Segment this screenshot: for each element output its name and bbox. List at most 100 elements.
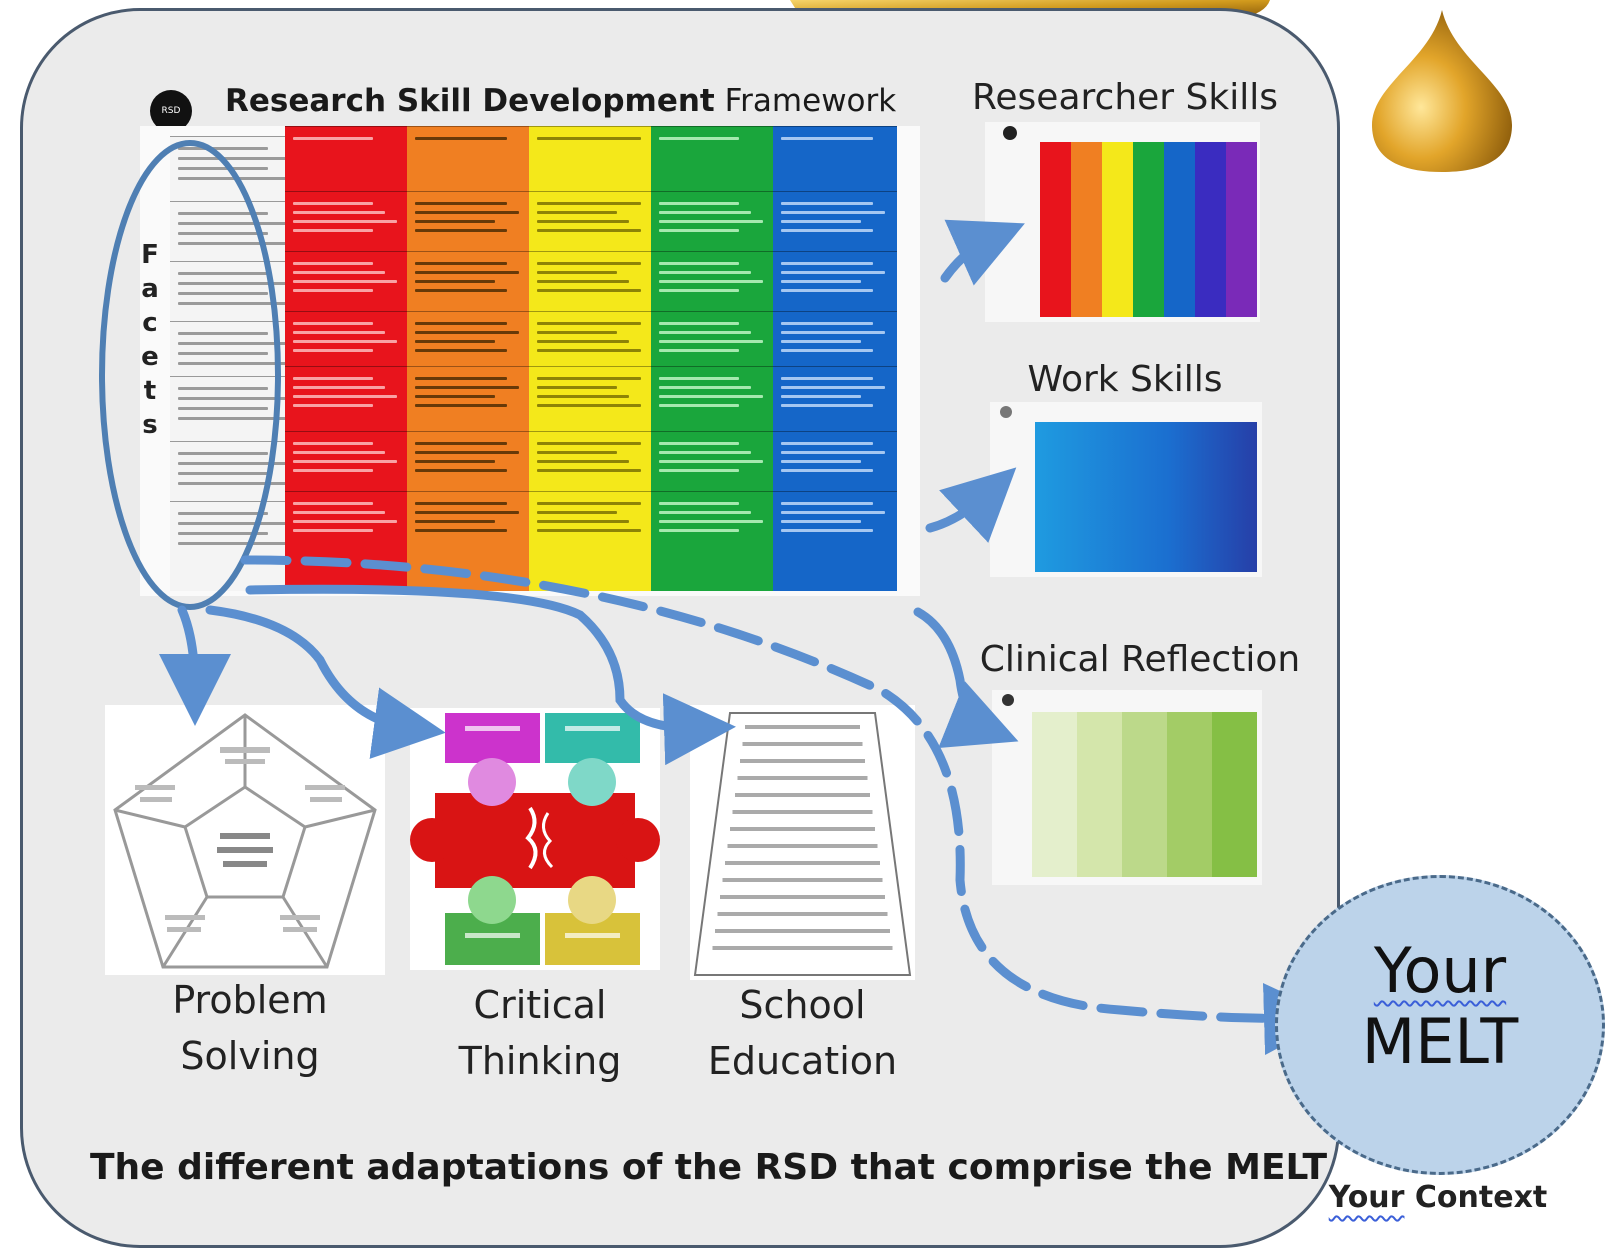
facet-text-line (178, 232, 268, 235)
framework-cell-text-line (659, 451, 751, 454)
list-line (720, 895, 885, 899)
framework-cell-text-line (781, 442, 873, 445)
framework-cell-text-line (415, 460, 495, 463)
facet-row (170, 501, 300, 602)
list-line (737, 776, 868, 780)
framework-cell (285, 311, 409, 367)
framework-cell-text-line (781, 529, 873, 532)
framework-cell (529, 366, 653, 432)
framework-cell-text-line (781, 331, 885, 334)
framework-cell (651, 366, 775, 432)
framework-cell-text-line (537, 137, 641, 140)
framework-cell-text-line (537, 520, 629, 523)
facets-letter: s (142, 410, 158, 440)
work-skills-label: Work Skills (1027, 359, 1223, 400)
framework-cell-text-line (537, 469, 641, 472)
list-line (740, 759, 865, 763)
framework-cell-text-line (659, 271, 751, 274)
facet-text-line (178, 212, 268, 215)
framework-cell-text-line (659, 469, 739, 472)
framework-cell-text-line (537, 349, 641, 352)
list-line (717, 912, 888, 916)
framework-cell-text-line (415, 386, 519, 389)
framework-cell-text-line (781, 469, 873, 472)
framework-cell-text-line (415, 377, 507, 380)
framework-color-column (651, 126, 775, 591)
framework-color-column (285, 126, 409, 591)
framework-cell-text-line (293, 202, 373, 205)
framework-cell-text-line (293, 502, 373, 505)
framework-cell-text-line (415, 395, 495, 398)
framework-cell-text-line (537, 280, 629, 283)
arrow-to-clinical-reflection (913, 607, 1019, 749)
framework-cell-text-line (537, 229, 641, 232)
framework-cell (651, 126, 775, 192)
framework-cell-text-line (415, 451, 519, 454)
framework-cell-text-line (781, 451, 885, 454)
framework-cell-text-line (293, 340, 397, 343)
framework-cell-text-line (781, 511, 885, 514)
framework-cell-text-line (293, 460, 397, 463)
framework-cell-text-line (781, 460, 861, 463)
facet-text-line (178, 342, 288, 345)
framework-cell-text-line (659, 211, 751, 214)
framework-cell (651, 191, 775, 252)
facet-text-line (178, 522, 288, 525)
framework-cell-text-line (415, 202, 507, 205)
arrow-to-your-melt (240, 555, 1336, 1056)
facet-text-line (178, 177, 288, 180)
school-education-thumbnail (690, 705, 915, 980)
framework-cell-text-line (415, 280, 495, 283)
framework-cell-text-line (659, 386, 751, 389)
framework-cell-text-line (415, 220, 495, 223)
clinical-reflection-stripe (1077, 712, 1122, 877)
facet-row (170, 376, 300, 442)
your-melt-circle[interactable] (1275, 875, 1605, 1175)
framework-cell (773, 431, 897, 492)
facet-text-line (178, 292, 268, 295)
framework-cell-text-line (415, 322, 507, 325)
framework-cell-text-line (293, 137, 373, 140)
framework-cell-text-line (659, 280, 763, 283)
facet-text-line (178, 302, 288, 305)
framework-cell-text-line (537, 511, 617, 514)
framework-cell-text-line (781, 520, 861, 523)
arrow-to-school-education (245, 584, 736, 766)
work-skills-thumbnail (990, 402, 1262, 577)
researcher-skills-stripe (1226, 142, 1257, 317)
framework-cell-text-line (781, 377, 873, 380)
rsd-logo-icon (1003, 126, 1017, 140)
facet-text-line (178, 332, 268, 335)
framework-cell-text-line (293, 386, 385, 389)
school-education-line1: School (739, 983, 866, 1027)
framework-cell-text-line (659, 377, 739, 380)
framework-cell (529, 251, 653, 312)
framework-cell-text-line (293, 349, 373, 352)
framework-cell-text-line (293, 262, 373, 265)
framework-cell-text-line (659, 340, 763, 343)
framework-cell (407, 366, 531, 432)
framework-cell-text-line (415, 262, 507, 265)
framework-cell-text-line (537, 202, 641, 205)
framework-cell (651, 491, 775, 592)
framework-cell-text-line (293, 529, 373, 532)
facet-text-line (178, 397, 288, 400)
framework-cell-text-line (537, 377, 641, 380)
facet-row (170, 441, 300, 502)
list-line (735, 793, 870, 797)
pentagon-diagram-icon (113, 713, 377, 969)
framework-cell-text-line (293, 469, 373, 472)
your-melt-line1: Your (1373, 934, 1507, 1007)
framework-cell (529, 491, 653, 592)
framework-cell (407, 191, 531, 252)
framework-cell-text-line (659, 262, 739, 265)
arrow-to-researcher-skills (940, 219, 1025, 286)
facets-letter: F (141, 240, 159, 270)
framework-cell-text-line (781, 220, 861, 223)
critical-thinking-label: Critical Thinking (435, 984, 645, 1083)
clinical-reflection-thumbnail (992, 690, 1262, 885)
critical-thinking-line2: Thinking (458, 1038, 622, 1083)
framework-cell-text-line (293, 322, 373, 325)
facets-letter: c (142, 308, 158, 338)
framework-cell-text-line (659, 442, 739, 445)
